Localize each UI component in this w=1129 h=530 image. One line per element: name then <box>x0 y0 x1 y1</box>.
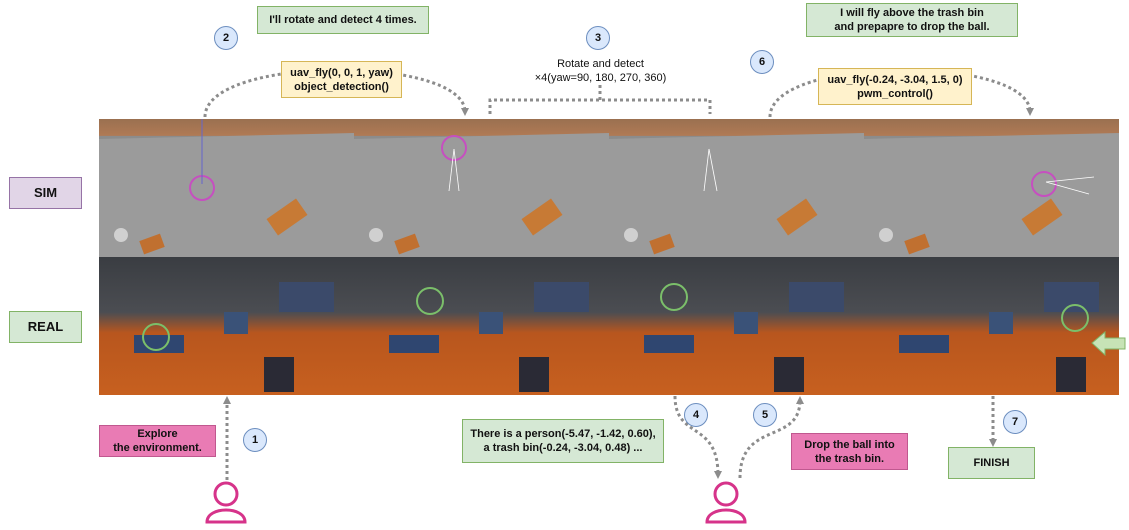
sim-panel-1 <box>99 119 354 257</box>
user-icon-left <box>205 481 247 524</box>
detection-result-note: There is a person(-5.47, -1.42, 0.60), a… <box>462 419 664 463</box>
real-row-label: REAL <box>9 311 82 343</box>
uav-fly-drop-code: uav_fly(-0.24, -3.04, 1.5, 0) pwm_contro… <box>818 68 972 105</box>
step-7-badge: 7 <box>1003 410 1027 434</box>
real-panel-2 <box>354 257 609 395</box>
uav-fly-yaw-code: uav_fly(0, 0, 1, yaw) object_detection() <box>281 61 402 98</box>
step-2-badge: 2 <box>214 26 238 50</box>
fly-above-bin-note: I will fly above the trash bin and prepa… <box>806 3 1018 37</box>
real-panel-4 <box>864 257 1119 395</box>
drop-ball-command: Drop the ball into the trash bin. <box>791 433 908 470</box>
rotate-detect-label: Rotate and detect ×4(yaw=90, 180, 270, 3… <box>534 58 667 84</box>
step-6-badge: 6 <box>750 50 774 74</box>
step-3-badge: 3 <box>586 26 610 50</box>
step-5-badge: 5 <box>753 403 777 427</box>
step-1-badge: 1 <box>243 428 267 452</box>
bracket-3 <box>488 84 712 114</box>
user-icon-middle <box>705 481 747 524</box>
sim-panel-2 <box>354 119 609 257</box>
finish-box: FINISH <box>948 447 1035 479</box>
rotate-detect-4-note: I'll rotate and detect 4 times. <box>257 6 429 34</box>
step-4-badge: 4 <box>684 403 708 427</box>
explore-command: Explore the environment. <box>99 425 216 457</box>
sim-panel-3 <box>609 119 864 257</box>
real-panel-1 <box>99 257 354 395</box>
sim-row-label: SIM <box>9 177 82 209</box>
sim-panel-4 <box>864 119 1119 257</box>
real-panel-3 <box>609 257 864 395</box>
